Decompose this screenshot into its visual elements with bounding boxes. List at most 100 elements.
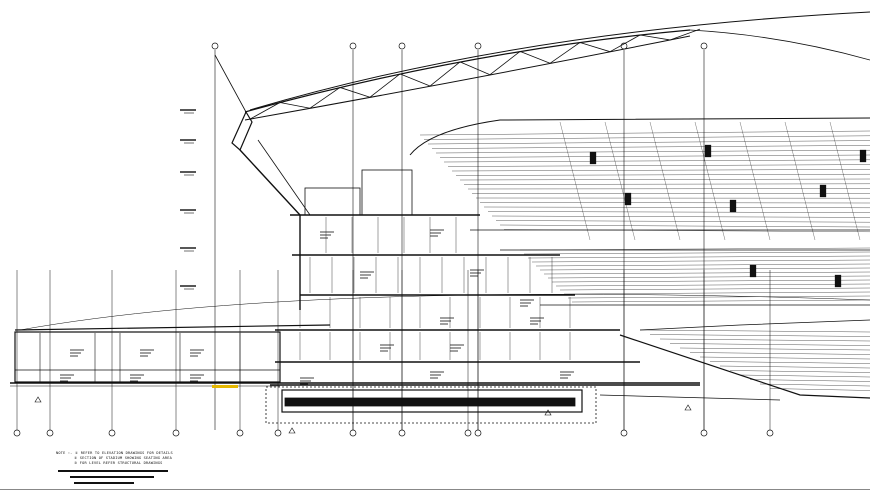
roof-box — [361, 169, 413, 216]
seat-row-middle — [567, 295, 870, 299]
note-line-1: NOTE :- ① REFER TO ELEVATION DRAWINGS FO… — [56, 451, 173, 455]
gridline-bubble-bottom — [620, 429, 628, 437]
roof-truss-member — [579, 42, 611, 53]
roof-top-edge — [244, 29, 691, 113]
seat-row-middle — [519, 247, 870, 251]
seat-row-middle — [527, 255, 870, 259]
roof-outer-curve — [249, 11, 870, 111]
roof-inner-edge — [689, 29, 870, 61]
seating-aisle — [784, 121, 816, 241]
roof-truss-member — [429, 61, 461, 87]
vomitory-block — [589, 151, 597, 165]
seat-row-middle — [539, 267, 870, 271]
seat-row-middle — [571, 299, 870, 303]
seat-row-upper — [487, 211, 870, 213]
seat-row-upper — [463, 183, 870, 185]
note-line-2: ② SECTION OF STADIUM SHOWING SEATING ARE… — [74, 456, 172, 460]
basement — [281, 389, 583, 413]
seating-aisle — [649, 121, 681, 241]
seating-aisle — [604, 121, 636, 241]
gridline-bubble-bottom — [398, 429, 406, 437]
lower-rake — [619, 334, 870, 399]
gridline-bubble-bottom — [464, 429, 472, 437]
gridline-bubble-bottom — [172, 429, 180, 437]
seat-row-upper — [455, 174, 870, 176]
title-underline-2 — [70, 476, 154, 478]
seat-row-middle — [547, 275, 870, 279]
seat-row-upper — [447, 164, 870, 167]
seat-row-upper — [491, 215, 870, 218]
level-marker-icon — [544, 409, 552, 416]
seat-row-lower — [639, 329, 870, 333]
roof-truss-member — [369, 73, 401, 98]
gridline-bubble-top — [474, 42, 482, 50]
roof-truss-member — [339, 87, 371, 98]
roof-truss-member — [669, 28, 701, 41]
podium-roof — [14, 324, 331, 331]
note-line-3: ③ FOR LEVEL REFER STRUCTURAL DRAWINGS — [74, 461, 163, 465]
gridline-bubble-bottom — [700, 429, 708, 437]
seat-row-lower — [769, 388, 870, 391]
seat-row-lower — [729, 370, 870, 373]
title-underline-3 — [74, 482, 134, 484]
seat-row-lower — [739, 374, 870, 378]
upper-facade — [239, 149, 301, 310]
seating-aisle — [829, 121, 861, 241]
roof-truss-member — [549, 42, 581, 64]
basement-outline — [265, 386, 597, 424]
gridline-bubble-bottom — [766, 429, 774, 437]
seat-row-upper — [503, 229, 870, 232]
seat-row-lower — [749, 379, 870, 382]
vomitory-block — [819, 184, 827, 198]
gridline-bubble-top — [211, 42, 219, 50]
gridline-bubble-top — [398, 42, 406, 50]
seat-row-upper — [483, 206, 870, 208]
seat-row-lower — [659, 338, 870, 342]
seat-row-upper — [499, 224, 870, 228]
gridline-bubble-top — [620, 42, 628, 50]
vomitory-block — [729, 199, 737, 213]
seat-row-middle — [551, 279, 870, 283]
seat-row-upper — [479, 202, 870, 204]
seat-row-lower — [689, 352, 870, 355]
seat-row-upper — [451, 169, 870, 172]
lower-rake-back — [639, 319, 870, 331]
background-curve — [19, 294, 870, 331]
seating-aisle — [739, 121, 771, 241]
seat-row-middle — [523, 251, 870, 255]
roof-truss-member — [519, 51, 551, 64]
seat-row-upper — [443, 159, 870, 163]
level-marker-icon — [684, 404, 692, 411]
vomitory-block — [749, 264, 757, 278]
gridline-bubble-bottom — [474, 429, 482, 437]
vomitory-block — [834, 274, 842, 288]
roof-support-strut — [214, 54, 247, 113]
seat-row-middle — [563, 291, 870, 295]
seat-row-upper — [435, 150, 870, 154]
level-highlight — [212, 385, 238, 388]
gridline-bubble-bottom — [274, 429, 282, 437]
seat-row-middle — [543, 271, 870, 275]
roof-truss-member — [459, 61, 491, 76]
seat-row-upper — [419, 130, 870, 136]
gridline-bubble-bottom — [108, 429, 116, 437]
upper-tier-front — [409, 117, 870, 156]
seat-row-upper — [427, 140, 870, 145]
seat-row-lower — [649, 334, 870, 337]
roof-truss-member — [399, 73, 431, 87]
gridline-bubble-bottom — [349, 429, 357, 437]
seat-row-lower — [759, 383, 870, 387]
gridline-bubble-bottom — [13, 429, 21, 437]
gridline-bubble-top — [349, 42, 357, 50]
seat-row-lower — [719, 365, 870, 369]
seat-row-upper — [459, 178, 870, 181]
concourse — [599, 394, 781, 401]
seat-row-lower — [669, 343, 870, 346]
drawing-notes: NOTE :- ① REFER TO ELEVATION DRAWINGS FO… — [56, 451, 173, 466]
seat-row-upper — [495, 220, 870, 223]
seat-row-upper — [423, 135, 870, 140]
level-marker-icon — [34, 396, 42, 403]
seat-row-lower — [679, 347, 870, 351]
roof-truss-member — [489, 51, 521, 76]
